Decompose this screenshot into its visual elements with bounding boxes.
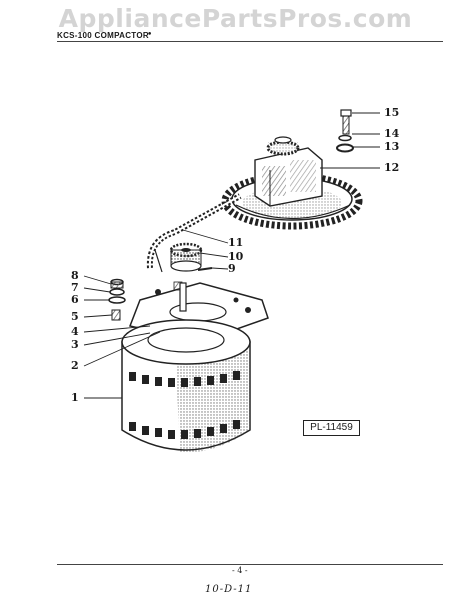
callout-7: 7 <box>71 281 79 294</box>
set-screw <box>197 267 213 271</box>
callout-9: 9 <box>228 262 236 275</box>
callout-2: 2 <box>71 359 79 372</box>
callout-1: 1 <box>71 391 79 404</box>
page-number: - 4 - <box>232 566 248 575</box>
top-sprocket <box>266 136 300 156</box>
handwritten-note: 10-D-11 <box>205 584 253 595</box>
header-rule <box>57 41 443 42</box>
leader-lines <box>83 112 380 399</box>
plate-number: PL-11459 <box>303 420 360 436</box>
header-mark: • <box>147 30 153 40</box>
callout-14: 14 <box>384 127 400 140</box>
callout-10: 10 <box>228 250 244 263</box>
drive-belt <box>146 193 242 273</box>
hardware-stack <box>108 278 126 304</box>
lock-washer <box>338 134 352 142</box>
watermark-logo: AppliancePartsPros.com <box>58 4 413 33</box>
motor-pulley <box>169 242 203 272</box>
motor-shaft <box>179 282 187 312</box>
flat-washer <box>336 143 354 153</box>
motor-body <box>121 319 251 453</box>
bolt <box>340 109 352 135</box>
callout-3: 3 <box>71 338 79 351</box>
callout-4: 4 <box>71 325 79 338</box>
callout-11: 11 <box>228 236 244 249</box>
callout-12: 12 <box>384 161 400 174</box>
callout-8: 8 <box>71 269 79 282</box>
document-title: KCS-100 COMPACTOR <box>57 31 149 40</box>
callout-6: 6 <box>71 293 79 306</box>
footer-rule <box>57 564 443 565</box>
callout-5: 5 <box>71 310 79 323</box>
callout-13: 13 <box>384 140 400 153</box>
gear-housing <box>254 147 323 207</box>
callout-15: 15 <box>384 106 400 119</box>
